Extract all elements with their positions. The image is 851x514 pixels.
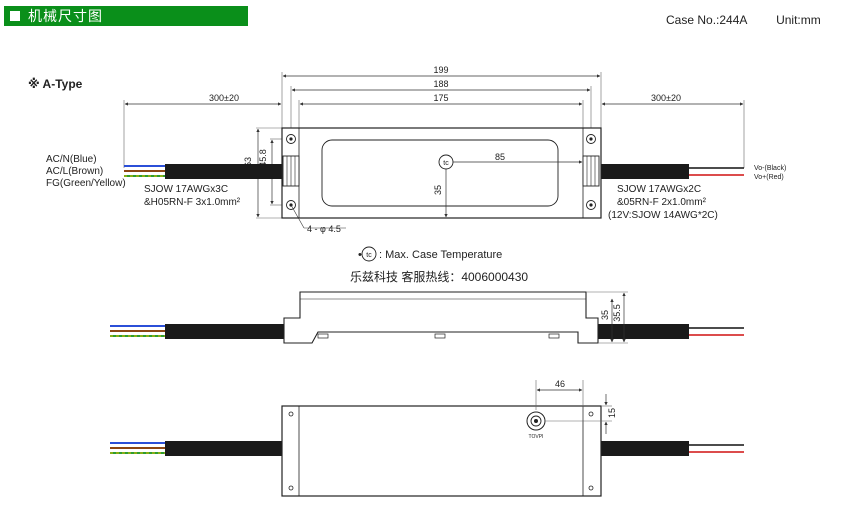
hole-callout: 4 - φ 4.5 xyxy=(307,224,341,234)
dim-side-35: 35 xyxy=(600,310,610,320)
hotline: 乐兹科技 客服热线：4006000430 xyxy=(350,269,528,284)
dim-46: 46 xyxy=(555,379,565,389)
wire-label-n: AC/N(Blue) xyxy=(46,154,97,165)
wire-label-fg: FG(Green/Yellow) xyxy=(46,178,126,189)
output-cable-top xyxy=(601,164,689,179)
dim-45-8: 45.8 xyxy=(258,149,268,167)
housing-top xyxy=(281,127,602,219)
wire-label-neg: Vo-(Black) xyxy=(754,165,786,172)
dim-side-35-5: 35.5 xyxy=(612,304,622,322)
section-header: 机械尺寸图 xyxy=(4,6,248,26)
case-number: Case No.:244A xyxy=(666,13,747,27)
section-title: 机械尺寸图 xyxy=(28,8,103,24)
tc-point-label: tc xyxy=(443,160,449,167)
dim-188: 188 xyxy=(433,79,448,89)
unit-label: Unit:mm xyxy=(776,13,821,27)
dim-199: 199 xyxy=(433,65,448,75)
top-view: 199 188 175 300±20 300±20 63 45.8 xyxy=(46,65,786,234)
output-cable-spec-2: &05RN-F 2x1.0mm² xyxy=(617,197,707,208)
tc-note-symbol: tc xyxy=(366,252,372,259)
type-label: ※ A-Type xyxy=(28,77,83,91)
label-area xyxy=(321,139,559,207)
dim-cable-right: 300±20 xyxy=(651,93,681,103)
dim-85: 85 xyxy=(495,152,505,162)
header-square-icon xyxy=(10,11,20,21)
tc-note-icon xyxy=(361,246,377,262)
bottom-view: TOVPI 46 15 xyxy=(110,379,744,497)
housing-side xyxy=(283,291,599,344)
wire-label-l: AC/L(Brown) xyxy=(46,166,103,177)
dim-cable-left: 300±20 xyxy=(209,93,239,103)
dim-175: 175 xyxy=(433,93,448,103)
tc-note: : Max. Case Temperature xyxy=(379,249,502,261)
input-cable-top xyxy=(165,164,283,179)
tovpi-vent-icon xyxy=(526,411,546,431)
case-info: Case No.:244A Unit:mm xyxy=(666,13,821,27)
dim-15: 15 xyxy=(607,408,617,418)
side-view: 35 35.5 xyxy=(110,291,744,344)
tc-note-bullet: • xyxy=(358,249,362,261)
input-cable-spec-2: &H05RN-F 3x1.0mm² xyxy=(144,197,241,208)
output-cable-spec-1: SJOW 17AWGx2C xyxy=(617,184,701,195)
input-cable-spec-1: SJOW 17AWGx3C xyxy=(144,184,228,195)
housing-bottom xyxy=(281,405,602,497)
dim-35: 35 xyxy=(433,185,443,195)
output-cable-spec-3: (12V:SJOW 14AWG*2C) xyxy=(608,210,718,221)
tovpi-label: TOVPI xyxy=(529,434,544,440)
dim-63: 63 xyxy=(243,157,253,167)
mounting-hole-icon xyxy=(286,134,596,210)
wire-label-pos: Vo+(Red) xyxy=(754,174,784,181)
